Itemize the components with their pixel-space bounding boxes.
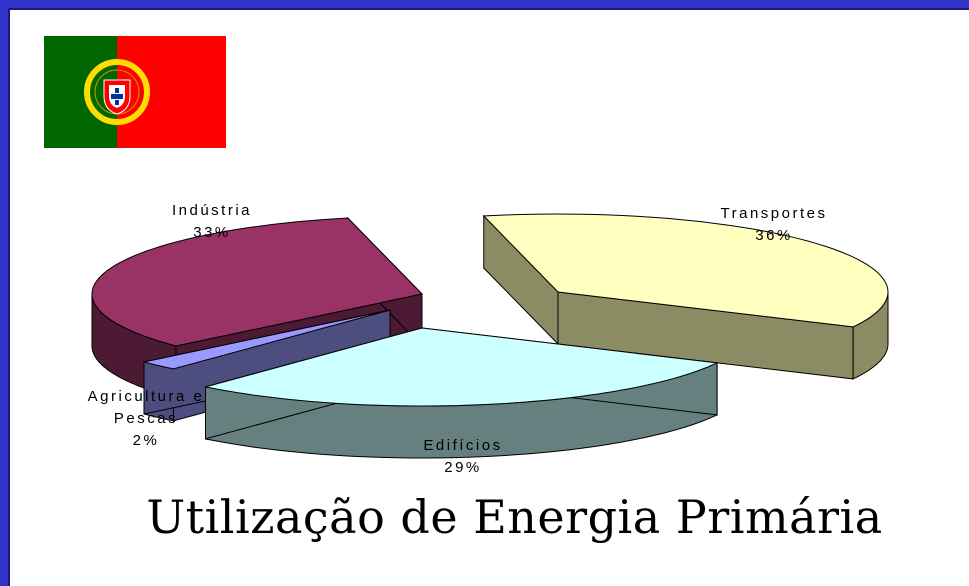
slice-name-label: Agricultura e	[88, 388, 205, 405]
slice-value-label: 33%	[193, 224, 231, 241]
slice-label-agricultura-e-pescas: Agricultura e Pescas 2%	[88, 388, 205, 449]
portugal-flag-icon	[44, 36, 226, 148]
slice-name-label: Transportes	[721, 205, 828, 222]
slice-value-label: 29%	[444, 459, 482, 476]
slice-label-ind-stria: Indústria 33%	[172, 202, 252, 241]
slice-value-label: 36%	[755, 227, 793, 244]
page-title: Utilização de Energia Primária	[146, 490, 883, 544]
pie-slice-transportes	[482, 213, 889, 380]
slice-label-edif-cios: Edifícios 29%	[423, 437, 502, 476]
slice-label-transportes: Transportes 36%	[721, 205, 828, 244]
slice-value-label: 2%	[133, 432, 160, 449]
slice-name-label: Edifícios	[423, 437, 502, 454]
pie-slice-edif-cios	[205, 327, 719, 459]
slice-name-label: Indústria	[172, 202, 252, 219]
slice-name-label: Pescas	[114, 410, 178, 427]
